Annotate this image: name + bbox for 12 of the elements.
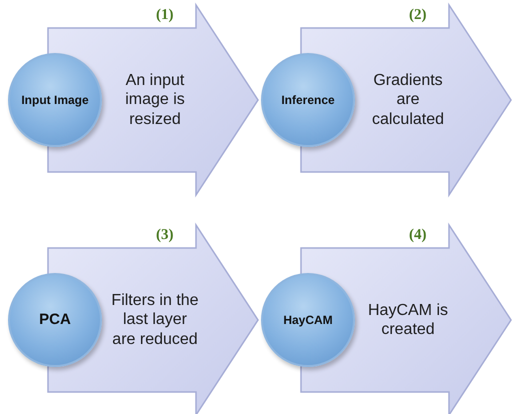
step-description: Gradients are calculated bbox=[370, 71, 446, 129]
step-number: (1) bbox=[156, 7, 174, 24]
node-label: PCA bbox=[39, 311, 71, 329]
node-label: Inference bbox=[281, 92, 335, 108]
step-description: An input image is resized bbox=[124, 71, 186, 129]
step-number: (3) bbox=[156, 227, 174, 244]
node-label: HayCAM bbox=[283, 312, 333, 328]
step-description: Filters in the last layer are reduced bbox=[110, 291, 200, 349]
step-number: (2) bbox=[409, 7, 426, 24]
step-description: HayCAM is created bbox=[366, 300, 449, 340]
step-number: (4) bbox=[409, 227, 426, 244]
node-label: Input Image bbox=[21, 92, 89, 108]
